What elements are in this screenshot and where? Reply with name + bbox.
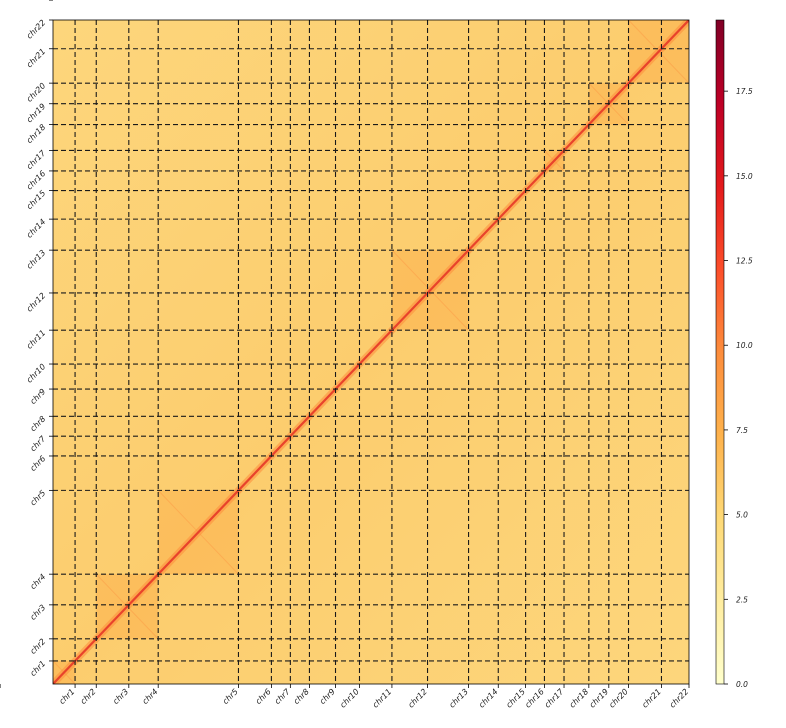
x-tick-label: chr7 bbox=[273, 686, 293, 706]
x-tick-label: chr17 bbox=[543, 686, 566, 709]
colorbar: 0.0 2.5 5.0 7.5 10.0 12.5 15.0 17.5 bbox=[715, 19, 753, 689]
diagonal-core bbox=[53, 20, 689, 684]
x-tick-label: chr9 bbox=[318, 687, 337, 706]
y-tick-label: chr5 bbox=[28, 488, 47, 507]
colorbar-tick-label: 12.5 bbox=[736, 257, 753, 266]
y-tick-label: chr17 bbox=[25, 148, 48, 171]
y-tick-label: chr1 bbox=[28, 659, 47, 678]
colorbar-tick-label: 15.0 bbox=[736, 172, 753, 181]
x-tick-label: chr5 bbox=[221, 687, 240, 706]
y-tick-label: chr22 bbox=[25, 18, 48, 41]
y-tick-label: chr14 bbox=[25, 217, 48, 240]
y-tick-label: chr6 bbox=[28, 454, 47, 473]
colorbar-tick-label: 0.0 bbox=[736, 680, 748, 689]
y-tick-label: chr24 bbox=[23, 0, 46, 2]
heatmap bbox=[52, 19, 690, 685]
y-tick-label: chr12 bbox=[25, 291, 48, 314]
y-tick-label: chr10 bbox=[25, 362, 48, 385]
y-tick-label: chr9 bbox=[28, 387, 47, 406]
x-tick-label: chr1 bbox=[57, 687, 76, 706]
colorbar-tick-label: 5.0 bbox=[736, 511, 748, 520]
x-tick-label: chr4 bbox=[141, 687, 160, 706]
x-tick-label: chr19 bbox=[588, 687, 611, 710]
x-tick-label: chr2 bbox=[79, 687, 98, 706]
y-tick-label: chr20 bbox=[25, 81, 48, 104]
x-tick-label: chr13 bbox=[447, 687, 470, 710]
y-tick-label: chr4 bbox=[28, 572, 47, 591]
y-tick-label: chr3 bbox=[28, 603, 47, 622]
x-tick-label: chr3 bbox=[111, 687, 130, 706]
colorbar-ticks: 0.0 2.5 5.0 7.5 10.0 12.5 15.0 17.5 bbox=[724, 87, 753, 689]
y-tick-label: chr11 bbox=[25, 328, 48, 351]
x-tick-label: chr22 bbox=[668, 687, 691, 710]
x-tick-label: chr16 bbox=[523, 687, 546, 710]
x-tick-label: chr6 bbox=[254, 687, 273, 706]
y-tick-label: chr7 bbox=[28, 434, 48, 454]
y-tick-label: chr15 bbox=[25, 189, 48, 212]
chromosome-boundary-grid bbox=[53, 20, 689, 684]
y-tick-label: chr18 bbox=[25, 123, 48, 146]
colorbar-tick-label: 7.5 bbox=[736, 426, 748, 435]
x-tick-label: chr14 bbox=[477, 687, 500, 710]
y-tick-label: chr8 bbox=[28, 414, 47, 433]
x-tick-label: chr15 bbox=[504, 687, 527, 710]
y-tick-label: chr2 bbox=[28, 637, 47, 656]
y-tick-label: chr19 bbox=[25, 102, 48, 125]
x-tick-label: chr10 bbox=[338, 687, 361, 710]
x-tick-label: chr21 bbox=[640, 687, 663, 710]
colorbar-ramp bbox=[715, 19, 725, 685]
x-tick-label: chr18 bbox=[568, 687, 591, 710]
diagonal-signal bbox=[53, 20, 689, 684]
x-tick-label: chr12 bbox=[406, 687, 429, 710]
y-tick-label: chr13 bbox=[25, 248, 48, 271]
heatmap-frame bbox=[52, 19, 690, 685]
colorbar-tick-label: 17.5 bbox=[736, 87, 753, 96]
y-tick-label: chr23 bbox=[23, 0, 46, 2]
y-tick-label: chr16 bbox=[25, 169, 48, 192]
x-tick-label: chr20 bbox=[607, 687, 630, 710]
y-tick-label: chr21 bbox=[25, 47, 48, 70]
colorbar-tick-label: 10.0 bbox=[736, 341, 753, 350]
x-tick-label: chr11 bbox=[371, 687, 394, 710]
colorbar-tick-label: 2.5 bbox=[736, 595, 748, 604]
x-tick-label: chr8 bbox=[292, 687, 311, 706]
